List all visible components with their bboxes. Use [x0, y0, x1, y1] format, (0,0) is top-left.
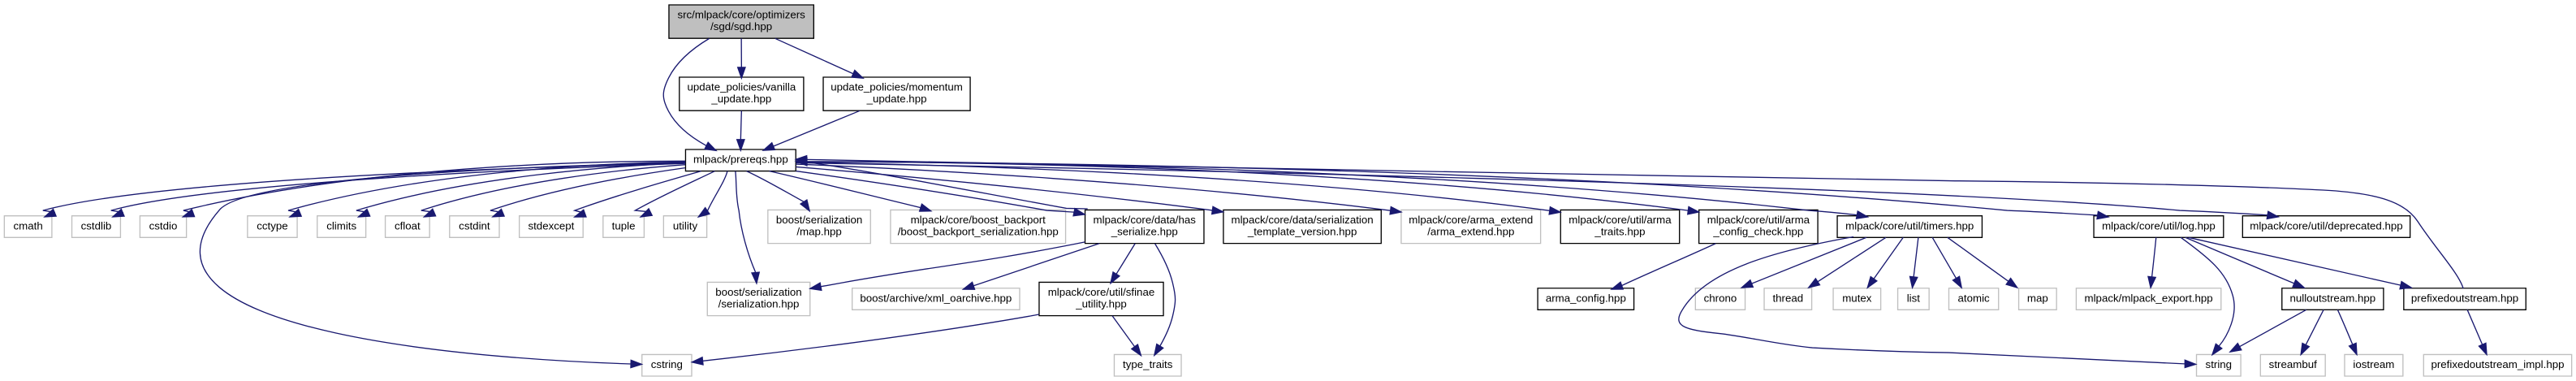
svg-text:update_policies/momentum: update_policies/momentum: [831, 81, 963, 93]
svg-text:_traits.hpp: _traits.hpp: [1594, 226, 1645, 238]
svg-text:type_traits: type_traits: [1123, 358, 1173, 370]
svg-text:/serialization.hpp: /serialization.hpp: [718, 298, 800, 310]
svg-text:cmath: cmath: [14, 219, 43, 232]
svg-text:src/mlpack/core/optimizers: src/mlpack/core/optimizers: [677, 9, 805, 21]
svg-text:cstring: cstring: [651, 358, 683, 370]
svg-text:/boost_backport_serialization.: /boost_backport_serialization.hpp: [898, 226, 1059, 238]
svg-text:mlpack/core/util/log.hpp: mlpack/core/util/log.hpp: [2102, 219, 2216, 232]
svg-text:string: string: [2206, 358, 2233, 370]
svg-text:_template_version.hpp: _template_version.hpp: [1247, 226, 1357, 238]
svg-text:/map.hpp: /map.hpp: [796, 226, 841, 238]
svg-text:cstdint: cstdint: [459, 219, 490, 232]
svg-text:stdexcept: stdexcept: [528, 219, 574, 232]
svg-text:cfloat: cfloat: [395, 219, 421, 232]
svg-text:thread: thread: [1772, 292, 1803, 304]
svg-text:mutex: mutex: [1842, 292, 1872, 304]
svg-text:mlpack/core/data/serialization: mlpack/core/data/serialization: [1232, 214, 1374, 226]
svg-text:atomic: atomic: [1958, 292, 1991, 304]
svg-text:mlpack/core/util/deprecated.hp: mlpack/core/util/deprecated.hpp: [2250, 219, 2402, 232]
svg-text:list: list: [1907, 292, 1921, 304]
svg-text:map: map: [2027, 292, 2048, 304]
svg-text:chrono: chrono: [1704, 292, 1737, 304]
svg-text:mlpack/core/util/arma: mlpack/core/util/arma: [1707, 214, 1810, 226]
svg-text:cstdio: cstdio: [149, 219, 178, 232]
svg-text:_update.hpp: _update.hpp: [866, 93, 927, 105]
svg-text:mlpack/core/util/sfinae: mlpack/core/util/sfinae: [1048, 286, 1155, 298]
svg-text:mlpack/core/arma_extend: mlpack/core/arma_extend: [1409, 214, 1533, 226]
svg-text:utility: utility: [673, 219, 698, 232]
svg-text:_update.hpp: _update.hpp: [710, 93, 771, 105]
svg-text:update_policies/vanilla: update_policies/vanilla: [687, 81, 796, 93]
svg-text:mlpack/core/data/has: mlpack/core/data/has: [1094, 214, 1197, 226]
svg-text:mlpack/mlpack_export.hpp: mlpack/mlpack_export.hpp: [2085, 292, 2213, 304]
svg-text:prefixedoutstream_impl.hpp: prefixedoutstream_impl.hpp: [2431, 358, 2564, 370]
svg-text:tuple: tuple: [612, 219, 636, 232]
svg-text:cctype: cctype: [257, 219, 287, 232]
svg-text:prefixedoutstream.hpp: prefixedoutstream.hpp: [2411, 292, 2518, 304]
svg-text:/arma_extend.hpp: /arma_extend.hpp: [1427, 226, 1514, 238]
svg-text:_config_check.hpp: _config_check.hpp: [1712, 226, 1803, 238]
svg-text:_utility.hpp: _utility.hpp: [1075, 298, 1127, 310]
svg-text:/sgd/sgd.hpp: /sgd/sgd.hpp: [710, 20, 772, 32]
svg-text:mlpack/core/boost_backport: mlpack/core/boost_backport: [911, 214, 1046, 226]
svg-text:mlpack/prereqs.hpp: mlpack/prereqs.hpp: [693, 154, 788, 166]
svg-text:streambuf: streambuf: [2269, 358, 2317, 370]
svg-text:nulloutstream.hpp: nulloutstream.hpp: [2290, 292, 2376, 304]
svg-text:boost/serialization: boost/serialization: [776, 214, 862, 226]
svg-text:_serialize.hpp: _serialize.hpp: [1111, 226, 1178, 238]
svg-text:boost/archive/xml_oarchive.hpp: boost/archive/xml_oarchive.hpp: [860, 292, 1012, 304]
svg-text:climits: climits: [326, 219, 356, 232]
svg-text:iostream: iostream: [2353, 358, 2394, 370]
svg-text:boost/serialization: boost/serialization: [715, 286, 801, 298]
svg-text:mlpack/core/util/timers.hpp: mlpack/core/util/timers.hpp: [1845, 219, 1974, 232]
svg-text:mlpack/core/util/arma: mlpack/core/util/arma: [1568, 214, 1672, 226]
svg-text:arma_config.hpp: arma_config.hpp: [1546, 292, 1626, 304]
svg-text:cstdlib: cstdlib: [81, 219, 112, 232]
